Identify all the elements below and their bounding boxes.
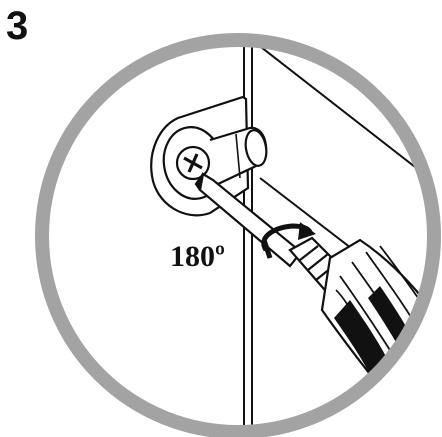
rotation-arrow-icon xyxy=(261,222,316,259)
circle-content xyxy=(150,40,434,432)
phillips-screwdriver-icon xyxy=(194,172,434,432)
circle-frame xyxy=(35,33,441,437)
rotation-angle-label: 180º xyxy=(170,240,225,273)
step-number: 3 xyxy=(6,4,29,48)
